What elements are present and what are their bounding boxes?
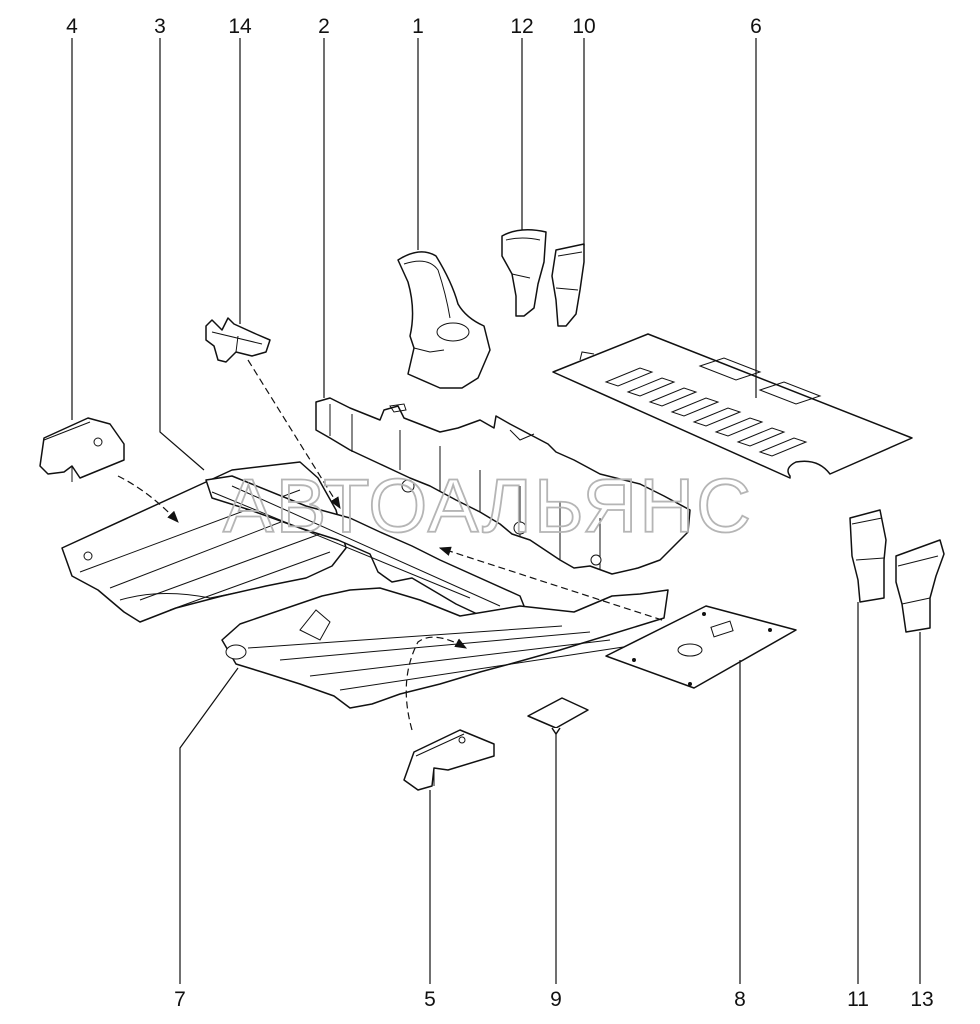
callout-12: 12 bbox=[510, 15, 533, 38]
callout-13: 13 bbox=[910, 988, 933, 1011]
part-1-wheel-arch bbox=[397, 251, 491, 389]
part-6-rear-floor-panel bbox=[552, 333, 913, 479]
part-4-bracket bbox=[39, 417, 125, 482]
callout-5: 5 bbox=[424, 988, 436, 1011]
callout-4: 4 bbox=[66, 15, 78, 38]
part-7-right-floor-panel bbox=[221, 587, 669, 709]
callout-6: 6 bbox=[750, 15, 762, 38]
part-12-pillar-bracket bbox=[501, 229, 547, 317]
part-8-cover-plate bbox=[605, 605, 797, 689]
callout-11: 11 bbox=[847, 988, 869, 1011]
callout-10: 10 bbox=[572, 15, 595, 38]
part-13-pillar-bracket bbox=[895, 539, 945, 633]
callout-7: 7 bbox=[174, 988, 186, 1011]
callout-3: 3 bbox=[154, 15, 166, 38]
callout-1: 1 bbox=[412, 15, 424, 38]
arrow-part-4 bbox=[117, 475, 179, 523]
arrow-part-5 bbox=[405, 636, 468, 731]
part-14-small-bracket bbox=[205, 317, 271, 363]
part-11-pillar-bracket bbox=[849, 509, 887, 603]
arrow-part-8 bbox=[438, 546, 663, 621]
part-2-cross-member bbox=[315, 397, 691, 575]
callout-labels: 4 3 14 2 1 12 10 6 7 5 9 8 11 13 bbox=[66, 15, 934, 1011]
callout-14: 14 bbox=[228, 15, 252, 38]
part-5-bracket bbox=[403, 729, 495, 791]
arrow-part-14 bbox=[247, 359, 341, 510]
part-10-pillar-bracket bbox=[551, 243, 585, 327]
part-9-small-plate bbox=[527, 697, 589, 735]
watermark-text: АВТОАЛЬЯНС bbox=[223, 464, 753, 549]
callout-2: 2 bbox=[318, 15, 330, 38]
callout-9: 9 bbox=[550, 988, 562, 1011]
assembly-arrows bbox=[117, 359, 663, 731]
leader-lines bbox=[71, 38, 921, 984]
callout-8: 8 bbox=[734, 988, 746, 1011]
